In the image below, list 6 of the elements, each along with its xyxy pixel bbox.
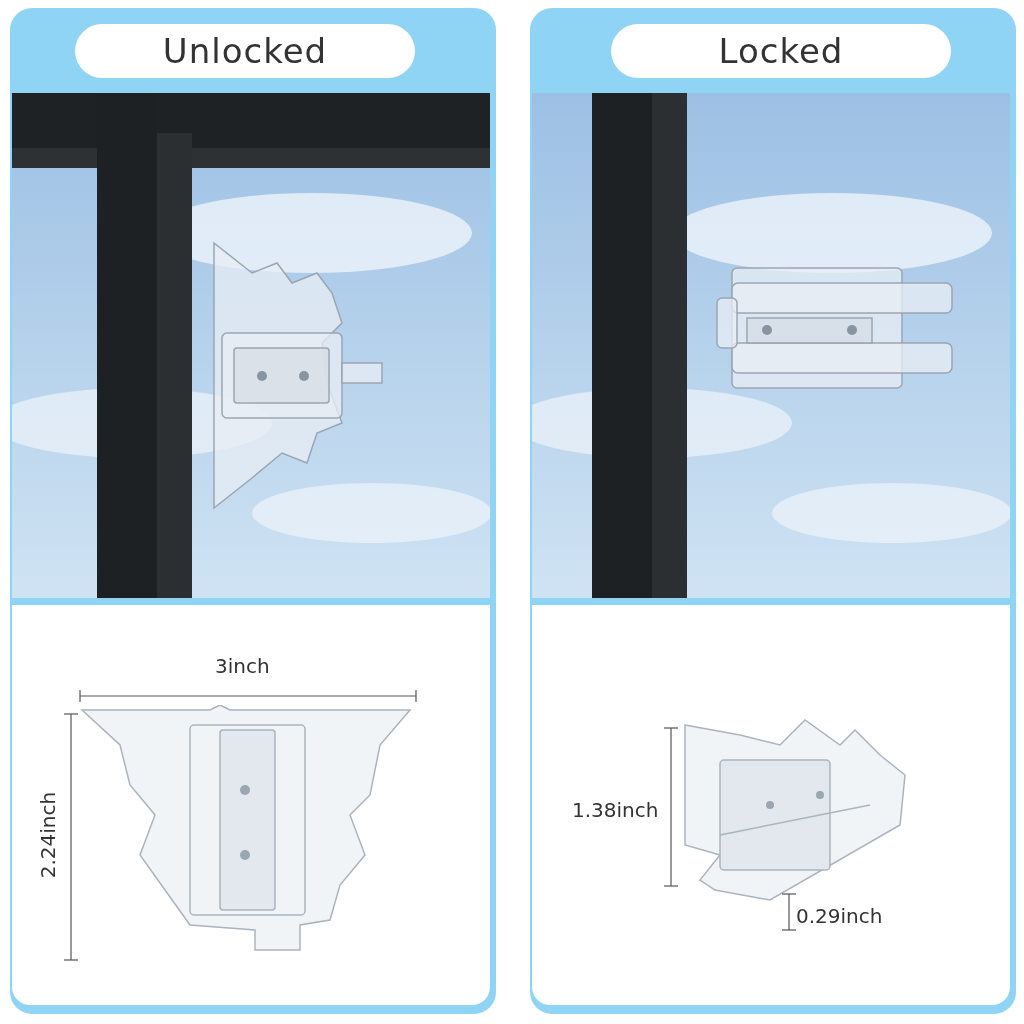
status-label: Unlocked (75, 24, 415, 78)
dimension-label: 1.38inch (572, 798, 659, 822)
status-label: Locked (611, 24, 951, 78)
dimension-label: 3inch (215, 654, 270, 678)
dimension-label: 0.29inch (796, 904, 883, 928)
dimension-label: 2.24inch (36, 791, 60, 879)
